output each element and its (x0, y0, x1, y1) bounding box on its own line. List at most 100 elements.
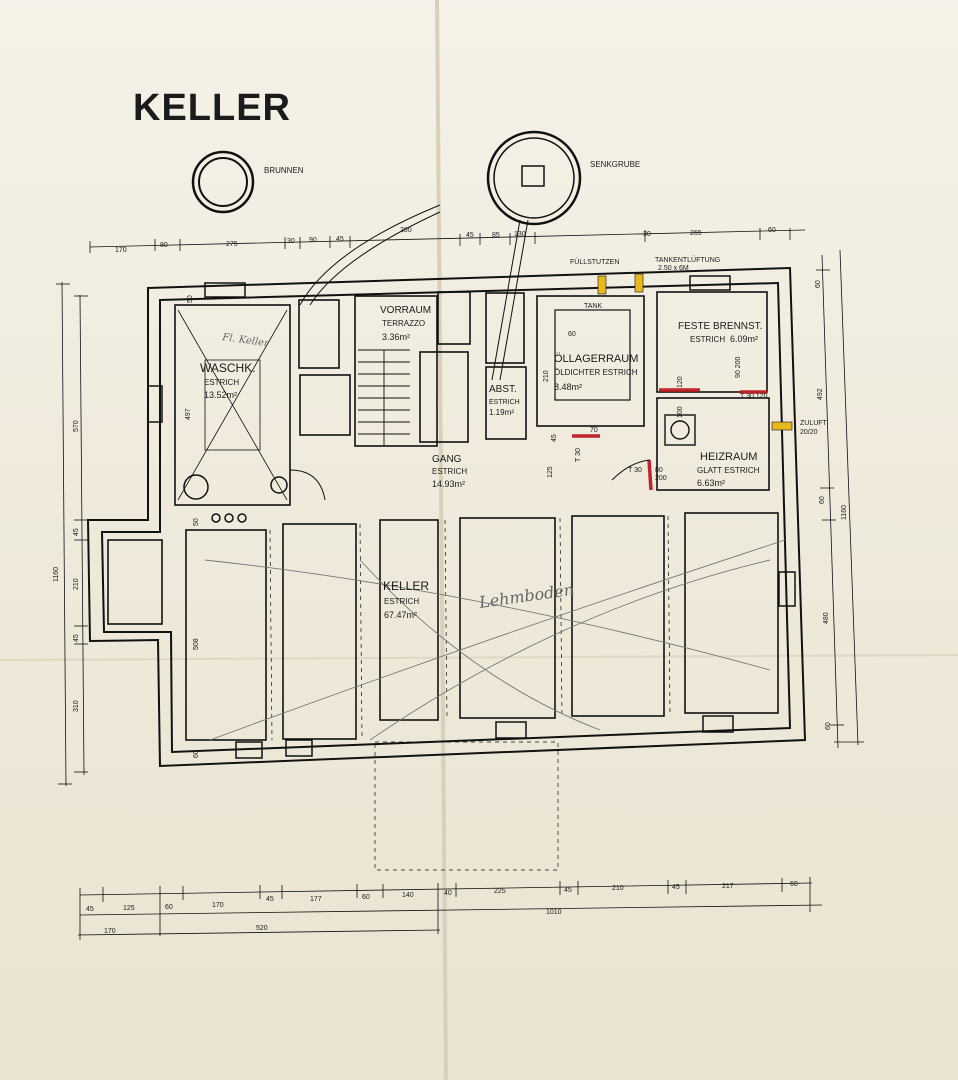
dim-top-7: 45 (466, 232, 474, 239)
dim-bot-2: 60 (165, 904, 173, 911)
dim-right-2: 60 (819, 496, 826, 504)
cellar-dashed-lines (269, 515, 671, 871)
dim-right-1: 492 (817, 388, 824, 400)
drawing-title: KELLER (133, 87, 291, 129)
room-feste-area: 6.09m² (730, 334, 758, 344)
dim-top-1: 80 (160, 242, 168, 249)
room-keller-name: KELLER (383, 579, 429, 593)
upper-room-walls (174, 291, 770, 506)
room-feste-floor: ESTRICH (690, 335, 725, 344)
tank-vent-label: TANKENTLÜFTUNG (655, 256, 720, 264)
dimension-line-bottom (77, 877, 823, 940)
cesspit-symbol (486, 130, 582, 226)
dim-int-0: 50 (187, 295, 194, 303)
room-heizraum: HEIZRAUM GLATT ESTRICH 6.63m² (697, 451, 760, 488)
dim-int-15: 90 200 (735, 356, 742, 378)
heizraum-door-swing (611, 459, 651, 481)
room-waschk-name: WASCHK. (200, 361, 256, 375)
cellar-compartments (107, 512, 779, 741)
dim-bot-14: 60 (790, 881, 798, 888)
pencil-cross-lines (204, 539, 786, 741)
dim-top-6: 280 (400, 227, 412, 234)
fresh-air-size: 20/20 (800, 429, 818, 436)
dimension-line-left (56, 281, 88, 787)
room-abst: ABST. ESTRICH 1.19m² (489, 384, 520, 417)
dim-bot-4: 45 (266, 896, 274, 903)
dim-left-1: 45 (73, 528, 80, 536)
tank-vent-marker (634, 273, 644, 293)
dim-bot-1: 125 (123, 905, 135, 912)
dim-bot-170: 170 (104, 928, 116, 935)
dim-top-11: 265 (690, 230, 702, 237)
pipe-to-cesspit-2 (499, 219, 529, 381)
room-keller-floor: ESTRICH (384, 597, 419, 606)
dimension-labels-top: 170 80 275 30 90 45 280 45 85 130 30 265… (115, 227, 776, 254)
dim-bot-520: 520 (256, 925, 268, 932)
dim-right-0: 60 (815, 280, 822, 288)
room-gang-floor: ESTRICH (432, 467, 467, 476)
fill-pipe-marker (597, 275, 607, 295)
dim-bot-6: 60 (362, 894, 370, 901)
waschk-fixtures (183, 474, 288, 523)
dim-int-17: 100 (677, 406, 684, 418)
handwritten-note-floor: Lehmboden (477, 580, 575, 612)
room-oellager-floor: ÖLDICHTER ESTRICH (554, 368, 638, 377)
room-abst-area: 1.19m² (489, 408, 514, 417)
dim-bot-total: 1010 (546, 909, 562, 916)
staircase (358, 349, 410, 445)
dim-left-4: 310 (73, 700, 80, 712)
dimension-labels-left: 570 45 210 45 310 1160 (53, 420, 80, 712)
dim-int-9: 70 (590, 427, 598, 434)
dim-int-16: T 30 120 (740, 393, 768, 400)
handwritten-note-top: Fl. Keller (221, 332, 271, 350)
dim-right-3: 1160 (841, 505, 848, 520)
fresh-air-label: ZULUFT (800, 420, 828, 427)
dim-bot-11: 210 (612, 885, 624, 892)
dim-int-7: 45 (551, 434, 558, 442)
dim-int-13: 120 (677, 376, 684, 388)
dim-int-11: 80 (655, 467, 663, 474)
dim-bot-7: 140 (402, 892, 414, 899)
tank-label: TANK (584, 303, 602, 310)
room-oellager-name: ÖLLAGERRAUM (554, 353, 638, 365)
room-heizraum-name: HEIZRAUM (700, 451, 757, 463)
dimension-line-top (89, 228, 806, 253)
dim-left-3: 45 (73, 634, 80, 642)
room-oellager: ÖLLAGERRAUM ÖLDICHTER ESTRICH 8.48m² (554, 353, 638, 392)
dim-bot-8: 40 (444, 890, 452, 897)
dim-top-3: 30 (287, 238, 295, 245)
dim-left-5: 1160 (53, 567, 60, 582)
well-symbol (191, 150, 255, 214)
room-abst-floor: ESTRICH (489, 399, 520, 406)
fresh-air-marker (771, 421, 793, 431)
dim-top-2: 275 (226, 241, 238, 248)
dim-right-5: 60 (825, 722, 832, 730)
room-feste-name: FESTE BRENNST. (678, 321, 762, 332)
room-waschk-area: 13.52m² (204, 390, 237, 400)
interior-dimensions: 50 497 50 508 60 210 125 45 60 70 T 30 8… (185, 295, 768, 758)
dim-int-3: 508 (193, 638, 200, 650)
dim-bot-9: 225 (494, 888, 506, 895)
dim-top-8: 85 (492, 232, 500, 239)
dim-int-14: T 30 (628, 467, 642, 474)
dim-top-9: 130 (514, 231, 526, 238)
dim-bot-5: 177 (310, 896, 322, 903)
room-keller-area: 67.47m² (384, 610, 417, 620)
dim-bot-13: 217 (722, 883, 734, 890)
dim-int-4: 60 (193, 750, 200, 758)
dim-bot-12: 45 (672, 884, 680, 891)
tank-vent-size: 2.50 x 6M (658, 265, 689, 272)
dimension-labels-bottom: 45 125 60 170 45 177 60 140 40 225 45 21… (86, 881, 798, 935)
fold-line-horizontal (0, 654, 958, 661)
fold-line-vertical (435, 0, 448, 1080)
dim-top-4: 90 (309, 237, 317, 244)
dim-int-10: T 30 (575, 448, 582, 462)
boiler (664, 414, 696, 446)
room-abst-name: ABST. (489, 384, 517, 395)
dim-int-6: 125 (547, 466, 554, 478)
room-gang-area: 14.93m² (432, 479, 465, 489)
waschk-door-swing (289, 469, 326, 501)
dim-top-5: 45 (336, 236, 344, 243)
dim-left-0: 570 (73, 420, 80, 432)
oil-tank (554, 309, 631, 401)
